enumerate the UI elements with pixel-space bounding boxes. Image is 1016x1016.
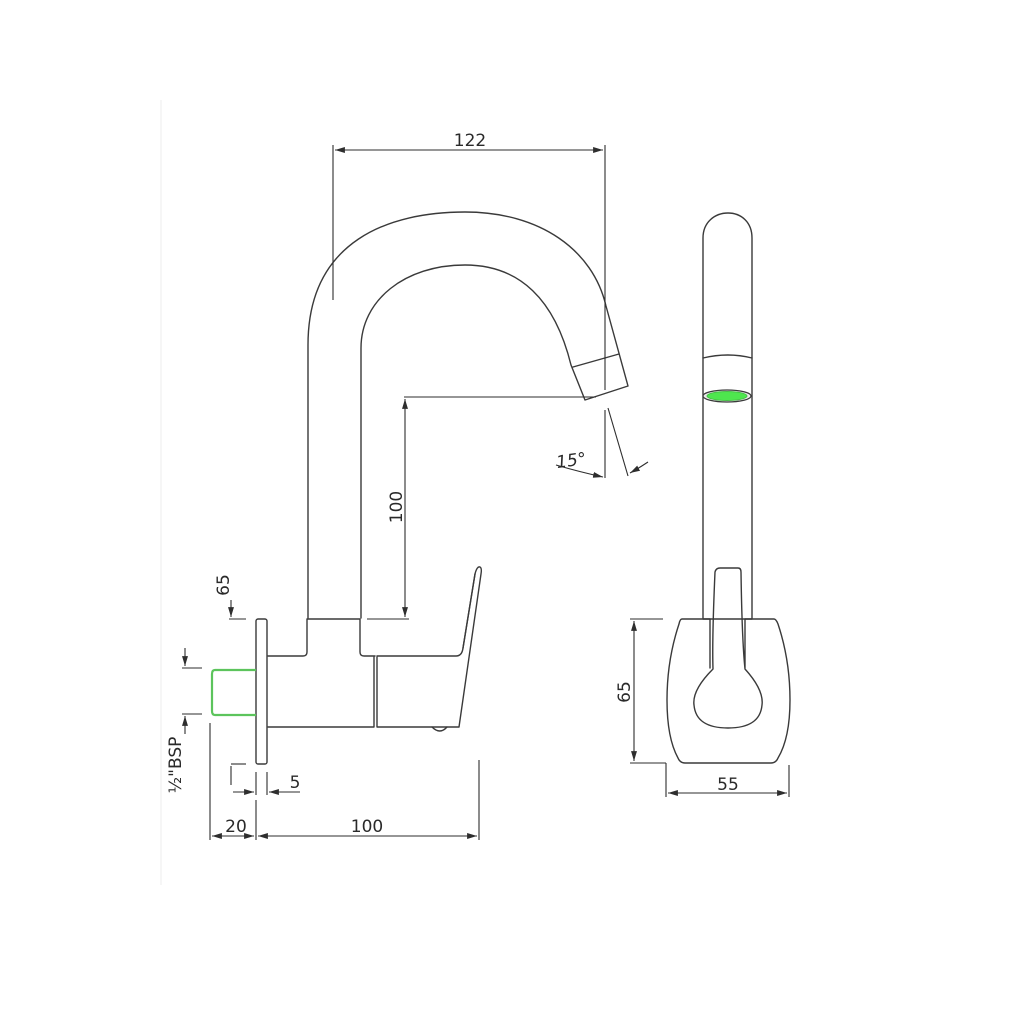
dim-flange-thickness: 5: [290, 773, 301, 793]
dim-thread-size: ½"BSP: [166, 737, 186, 794]
dim-body-width: 55: [717, 775, 739, 795]
side-handle: [693, 567, 763, 729]
dim-spout-reach: 122: [454, 131, 486, 151]
side-view: [666, 212, 791, 764]
spout-outlet-band: [572, 353, 620, 368]
wall-flange: [255, 618, 268, 765]
front-dimensions: 122 100 15° 65 ½"BSP 5: [166, 131, 649, 840]
side-dimensions: 65 55: [615, 618, 790, 797]
dim-spout-height: 100: [387, 491, 407, 523]
aerator-icon: [706, 391, 748, 401]
dim-spout-angle: 15°: [555, 449, 588, 473]
body-lower: [267, 566, 483, 728]
handle-lever: [462, 573, 476, 649]
dim-thread-length: 20: [225, 817, 247, 837]
front-view: [210, 211, 629, 765]
threaded-inlet: [210, 668, 256, 717]
bottom-knob: [431, 726, 448, 732]
dim-wall-offset: 65: [214, 574, 234, 596]
side-spout-column: [702, 212, 753, 619]
side-body: [666, 618, 791, 764]
side-spout-band: [702, 354, 753, 359]
dim-body-length: 100: [351, 817, 383, 837]
dim-body-height: 65: [615, 681, 635, 703]
body-top: [267, 618, 376, 657]
spout-outer: [307, 211, 629, 619]
